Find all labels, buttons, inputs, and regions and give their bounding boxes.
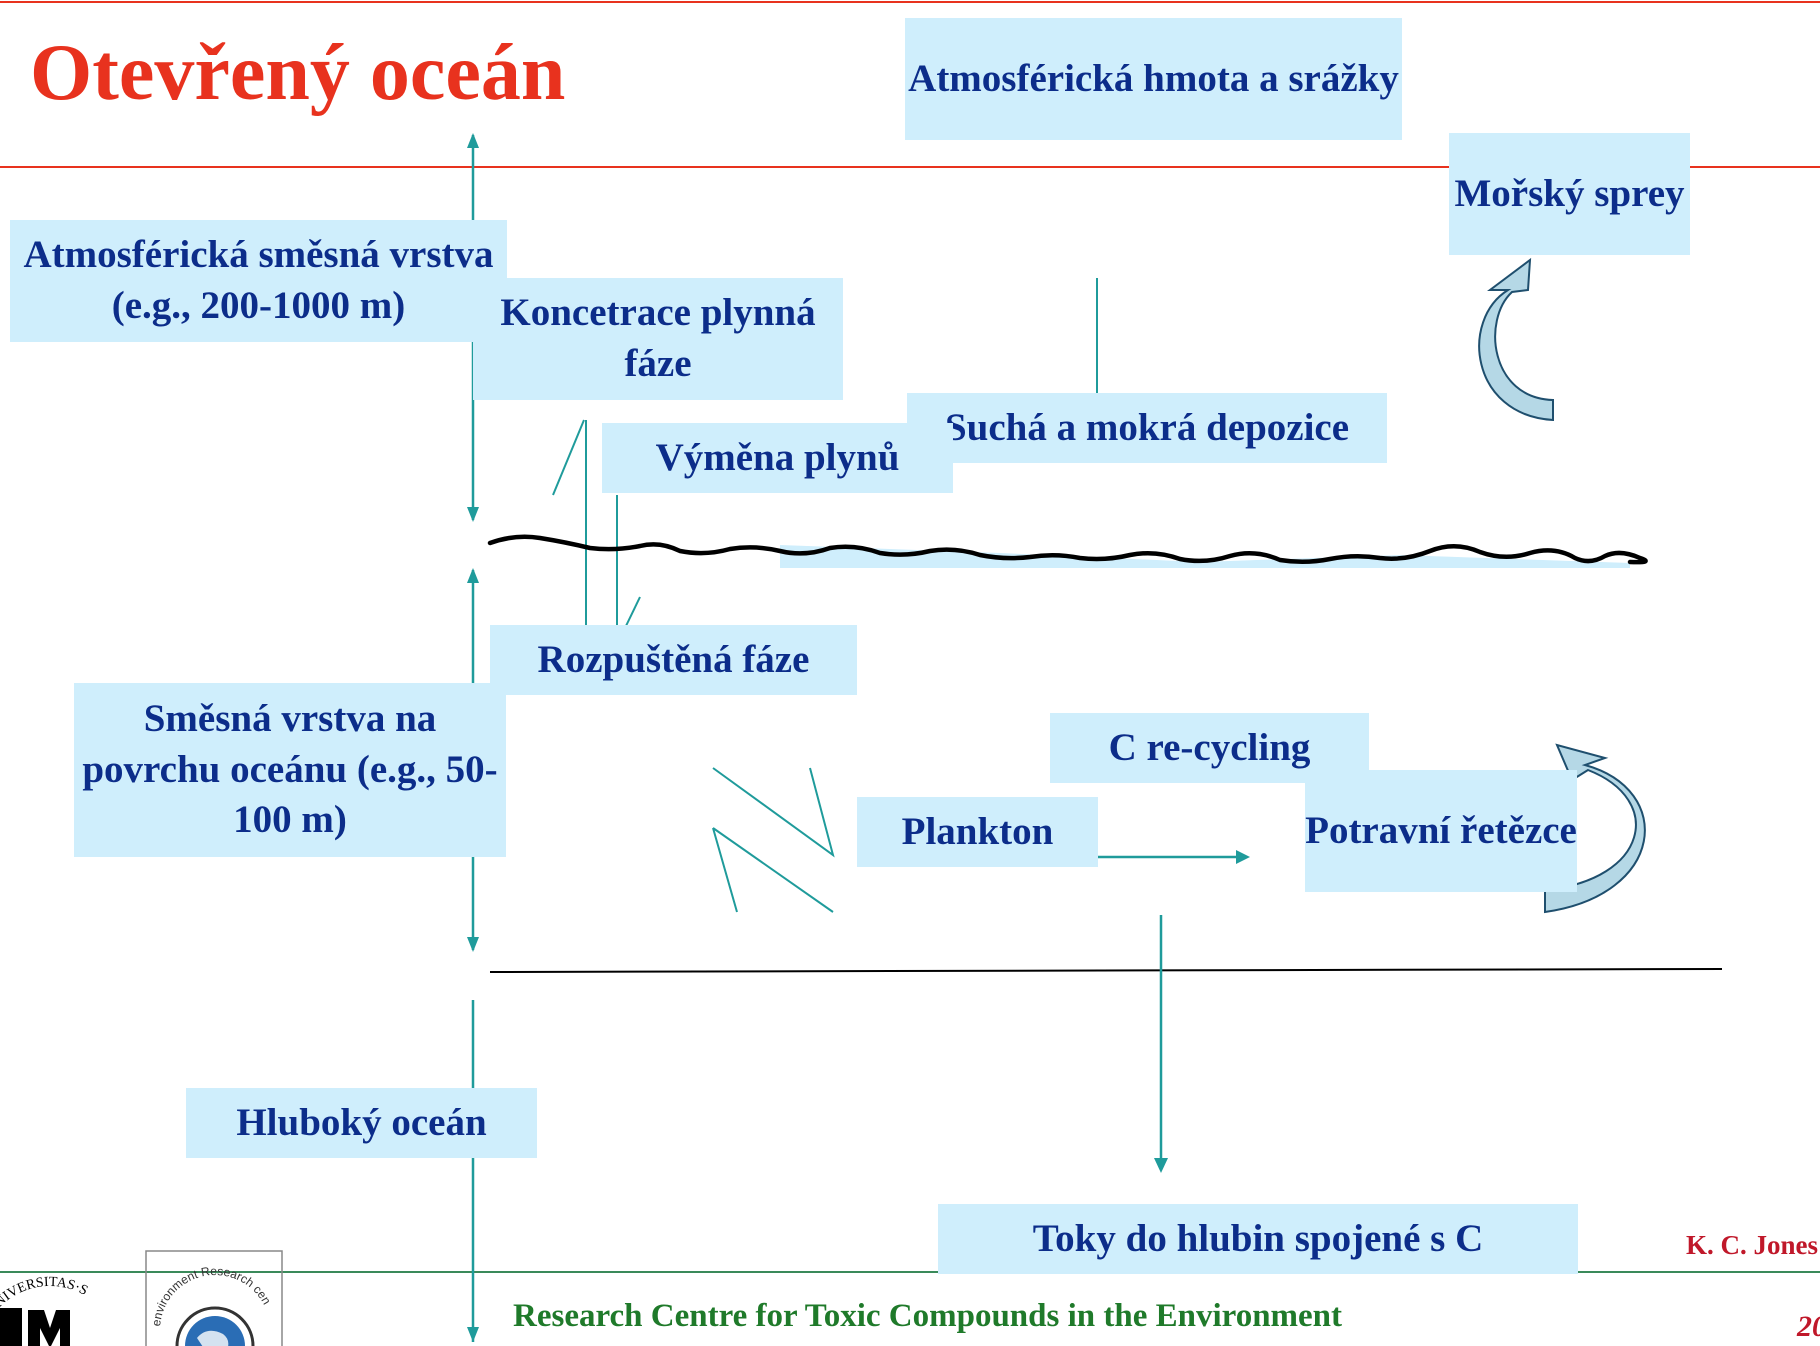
recetox-logo: environment Research cen (145, 1250, 283, 1346)
gas-exchange-label: Výměna plynů (602, 423, 953, 493)
gas-concentration-label: Koncetrace plynná fáze (473, 278, 843, 400)
slide-title: Otevřený oceán (30, 29, 566, 117)
gas-exchange-line-1 (552, 419, 585, 496)
author-credit: K. C. Jones (1686, 1230, 1819, 1260)
footer-centre-name: Research Centre for Toxic Compounds in t… (513, 1298, 1343, 1334)
dissolved-phase-label: Rozpuštěná fáze (490, 625, 857, 695)
zigzag-lines (712, 767, 835, 913)
sea-surface-shade (780, 545, 1630, 568)
footer-year: 20 (1797, 1310, 1820, 1343)
ocean-mixed-layer-label: Směsná vrstva na povrchu oceánu (e.g., 5… (74, 683, 506, 857)
atmospheric-mass-label: Atmosférická hmota a srážky (905, 18, 1402, 140)
gas-exchange-line-4 (624, 596, 641, 629)
c-recycling-label: C re-cycling (1050, 713, 1369, 783)
sea-spray-curved-arrow-icon (1478, 257, 1554, 422)
deep-ocean-label: Hluboký oceán (186, 1088, 537, 1158)
sea-surface (487, 534, 1648, 565)
mixed-layer-boundary (489, 968, 1723, 973)
deep-fluxes-label: Toky do hlubin spojené s C (938, 1204, 1578, 1274)
deposition-label: Suchá a mokrá depozice (907, 393, 1387, 463)
food-chain-curved-arrow-icon (1544, 743, 1646, 914)
food-chains-label: Potravní řetězce (1305, 770, 1577, 892)
university-logo: UNIVERSITAS·S (0, 1275, 90, 1346)
atmospheric-mixed-layer-label: Atmosférická směsná vrstva (e.g., 200-10… (10, 220, 507, 342)
sea-spray-label: Mořský sprey (1449, 133, 1690, 255)
plankton-label: Plankton (857, 797, 1098, 867)
